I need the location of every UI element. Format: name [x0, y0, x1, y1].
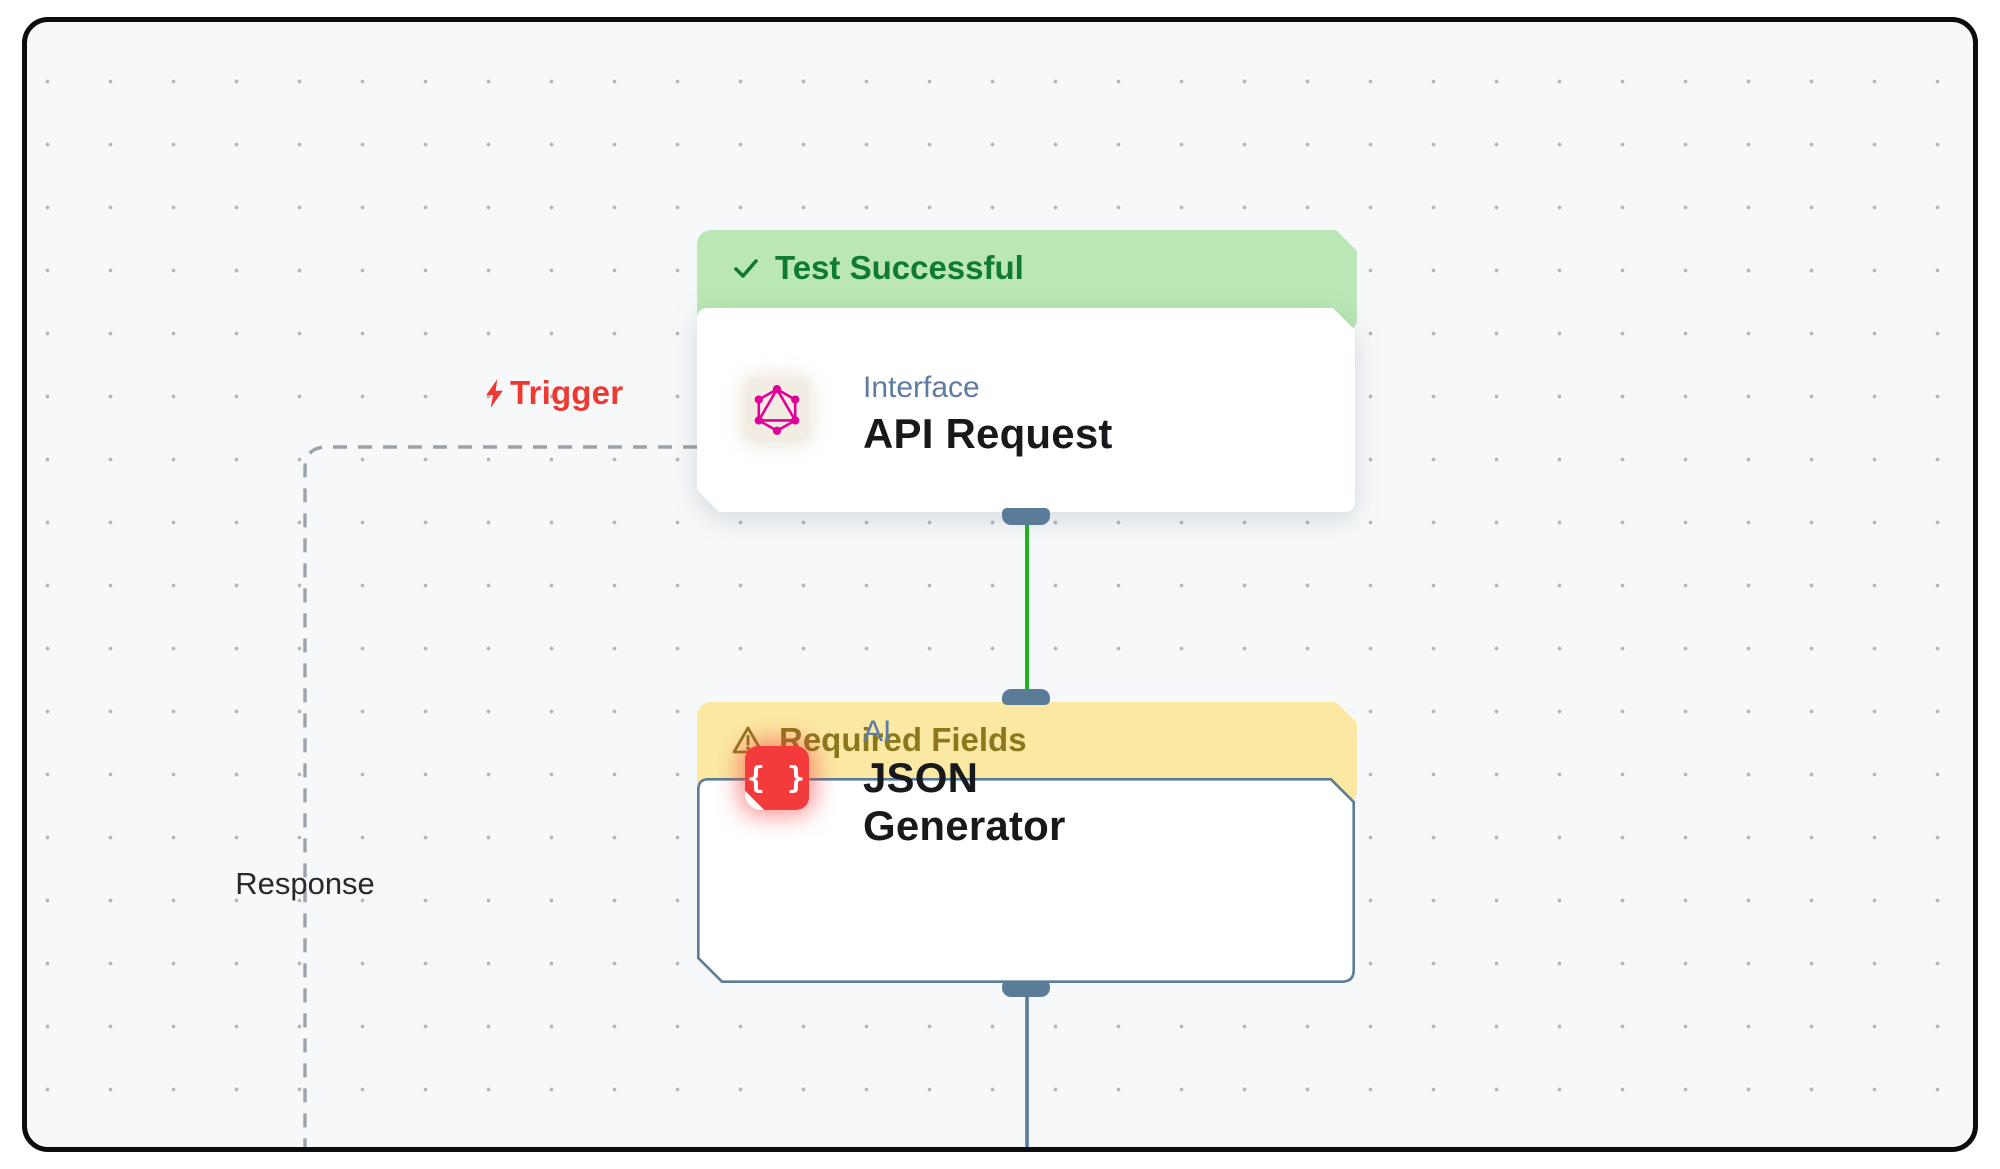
node-body-outline	[697, 778, 1355, 983]
lightning-bolt-icon	[486, 378, 503, 408]
edge-trigger-response-dashed[interactable]	[303, 445, 697, 1147]
workflow-canvas[interactable]: Trigger Response Test Successful	[22, 17, 1978, 1152]
node-icon-glow: { }	[745, 746, 809, 810]
node-icon-tile	[745, 378, 809, 442]
node-json-generator-output-handle[interactable]	[1002, 981, 1050, 997]
status-banner-label: Required Fields	[779, 721, 1027, 758]
edge-label-trigger: Trigger	[481, 374, 623, 412]
trigger-label-text: Trigger	[510, 374, 624, 411]
status-banner-label: Test Successful	[775, 249, 1024, 286]
node-api-request-output-handle[interactable]	[1002, 508, 1050, 525]
node-title: API Request	[863, 409, 1113, 457]
edge-label-response: Response	[235, 866, 375, 901]
node-category: Interface	[863, 370, 980, 404]
json-braces-icon: { }	[745, 746, 809, 810]
node-json-generator-input-handle[interactable]	[1002, 689, 1050, 705]
check-icon	[731, 253, 761, 283]
node-api-request[interactable]: Interface API Request	[697, 308, 1355, 512]
edge-layer	[303, 445, 1029, 1147]
node-title: JSON Generator	[863, 753, 1066, 849]
graphql-icon	[751, 384, 803, 436]
node-category: AI	[863, 714, 892, 748]
